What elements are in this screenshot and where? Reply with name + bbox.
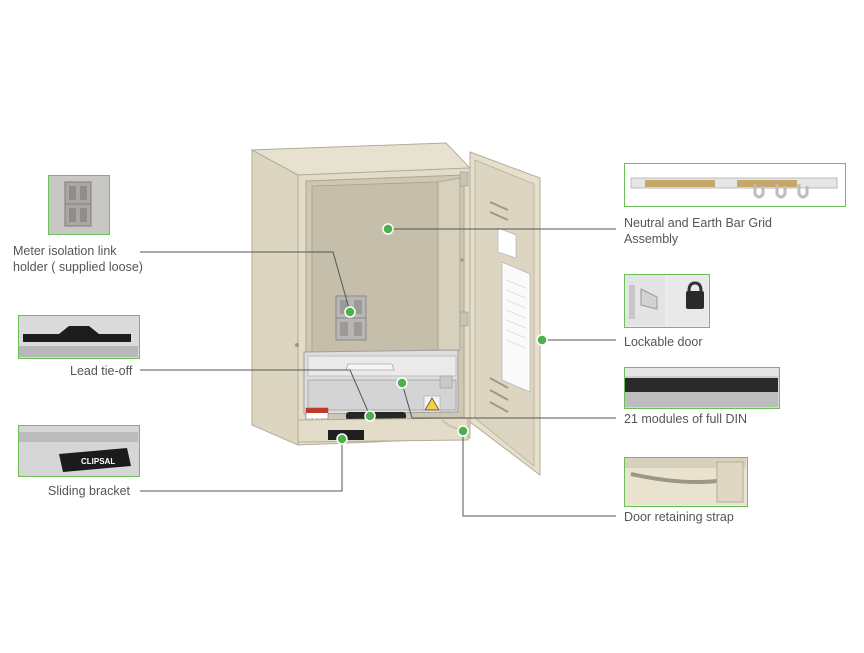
din-chassis: LIVE PARTS: [297, 349, 469, 443]
door-strap-label: Door retaining strap: [624, 510, 734, 524]
callout-dot: [382, 223, 394, 235]
link-holder-part: [335, 295, 367, 341]
callout-dot: [336, 433, 348, 445]
link-holder-thumbnail: [48, 175, 110, 235]
padlock-thumbnail: [624, 274, 710, 328]
neutral-earth-label: Neutral and Earth Bar Grid Assembly: [624, 215, 772, 247]
leader-lead-tie-off: [140, 369, 371, 417]
lead-tie-off-label: Lead tie-off: [70, 364, 133, 378]
callout-dot: [457, 425, 469, 437]
tie-off-thumbnail: [18, 315, 140, 359]
leader-door-strap: [462, 431, 616, 517]
brand-mark: CLIPSAL: [81, 457, 115, 466]
leader-sliding-bracket: [140, 439, 343, 492]
lockable-door-label: Lockable door: [624, 335, 703, 349]
din-rail-thumbnail: [624, 367, 780, 409]
leader-din-modules: [401, 382, 616, 419]
busbar-thumbnail: [624, 163, 846, 207]
neutral-earth-line1: Neutral and Earth Bar Grid: [624, 216, 772, 230]
meter-isolation-line1: Meter isolation link: [13, 244, 117, 258]
leader-meter-isolation: [140, 251, 351, 313]
neutral-earth-line2: Assembly: [624, 232, 679, 246]
callout-dot: [536, 334, 548, 346]
callout-dot: [344, 306, 356, 318]
callout-dots: [336, 223, 548, 445]
callout-dot: [364, 410, 376, 422]
bracket-thumbnail: CLIPSAL: [18, 425, 140, 477]
enclosure-door: [440, 151, 541, 477]
meter-isolation-line2: holder ( supplied loose): [13, 260, 143, 274]
sliding-bracket-label: Sliding bracket: [48, 484, 130, 498]
leader-lines: [140, 228, 616, 517]
meter-isolation-label: Meter isolation link holder ( supplied l…: [13, 243, 143, 275]
callout-dot: [396, 377, 408, 389]
strap-thumbnail: [624, 457, 748, 507]
din-modules-label: 21 modules of full DIN: [624, 412, 747, 426]
